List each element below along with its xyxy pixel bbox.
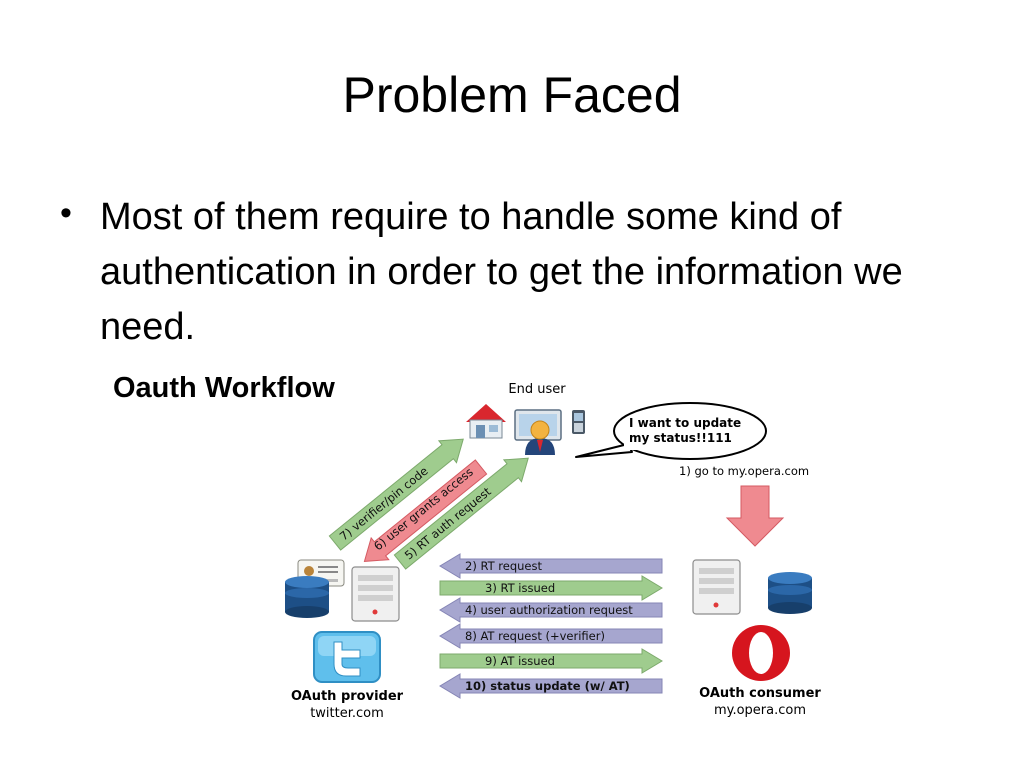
- house-icon: [466, 404, 506, 439]
- flow-arrow-6: [439, 673, 663, 699]
- end-user-label: End user: [508, 382, 566, 397]
- slide-title: Problem Faced: [342, 67, 682, 123]
- consumer-database-icon: [768, 572, 812, 614]
- twitter-logo-icon: [313, 631, 381, 683]
- bullet-text: Most of them require to handle some kind…: [100, 196, 903, 348]
- flow-arrow-1: [439, 553, 663, 579]
- flow-label-3: 4) user authorization request: [465, 603, 633, 617]
- provider-domain: twitter.com: [310, 706, 384, 721]
- phone-icon: [572, 410, 585, 434]
- speech-line-2: my status!!111: [629, 431, 732, 445]
- oauth-workflow-diagram: End user I want to update my status!!111…: [285, 382, 821, 721]
- flow-label-1: 2) RT request: [465, 559, 542, 573]
- consumer-domain: my.opera.com: [714, 703, 806, 718]
- flow-arrow-2: [439, 575, 663, 601]
- flow-label-2: 3) RT issued: [485, 581, 555, 595]
- flow-arrow-3: [439, 597, 663, 623]
- step-1-label: 1) go to my.opera.com: [679, 464, 809, 478]
- flow-arrow-4: [439, 623, 663, 649]
- database-icon: [285, 576, 329, 618]
- consumer-server-icon: [692, 559, 741, 615]
- flow-label-4: 8) AT request (+verifier): [465, 629, 605, 643]
- consumer-title: OAuth consumer: [699, 686, 821, 701]
- opera-logo-icon: [732, 625, 790, 681]
- flow-arrows: 2) RT request 3) RT issued 4) user authori…: [439, 553, 663, 699]
- flow-label-6: 10) status update (w/ AT): [465, 679, 630, 693]
- step-6-arrow: [363, 459, 488, 562]
- diagram-caption: Oauth Workflow: [113, 372, 335, 404]
- speech-bubble: I want to update my status!!111: [575, 402, 767, 460]
- laptop-user-icon: [514, 409, 562, 455]
- provider-title: OAuth provider: [291, 689, 404, 704]
- flow-arrow-5: [439, 648, 663, 674]
- server-icon: [351, 566, 400, 622]
- flow-label-5: 9) AT issued: [485, 654, 555, 668]
- bullet-dot: •: [60, 194, 72, 232]
- step-1-arrow: [725, 485, 785, 547]
- speech-line-1: I want to update: [629, 416, 741, 430]
